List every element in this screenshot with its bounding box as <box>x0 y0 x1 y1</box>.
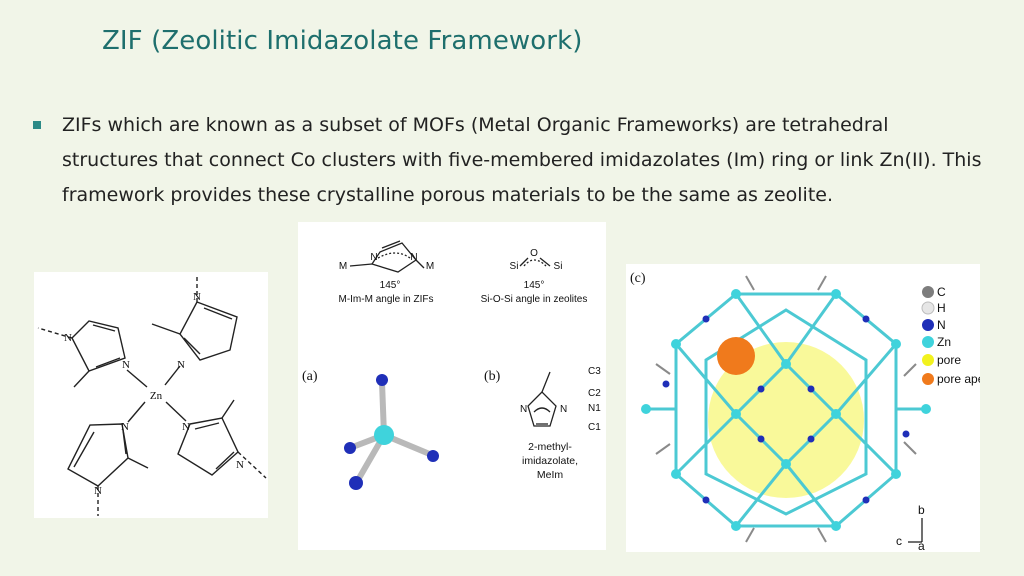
legend-label: C <box>937 285 946 299</box>
nitrogen-atom <box>376 374 388 386</box>
atom-label-n1: N1 <box>588 403 601 414</box>
legend-label: pore aperture <box>937 372 980 386</box>
middle-structure-figure: M N N M 145° M-Im-M angle in ZIFs Si O S… <box>298 222 606 550</box>
ring-label-n: N <box>94 485 102 497</box>
methylimidazolate-caption-2: imidazolate, <box>522 455 578 467</box>
metal-label-left: M <box>339 261 347 272</box>
legend-label: N <box>937 318 946 332</box>
bullet-text: ZIFs which are known as a subset of MOFs… <box>62 114 982 206</box>
legend-label: pore <box>937 353 961 367</box>
zeolite-angle-caption: Si-O-Si angle in zeolites <box>481 294 588 305</box>
pore-sphere <box>708 342 864 498</box>
zif-angle-caption: M-Im-M angle in ZIFs <box>338 294 433 305</box>
right-structure-figure: (c) <box>626 264 1009 553</box>
angle-comparison-diagram: M N N M 145° M-Im-M angle in ZIFs Si O S… <box>302 240 601 490</box>
axis-label-c: c <box>896 534 902 548</box>
si-label-left: Si <box>510 261 519 272</box>
nitrogen-atom <box>344 442 356 454</box>
zif-angle-value: 145° <box>380 280 401 291</box>
ring-n-left: N <box>370 252 377 263</box>
si-label-right: Si <box>554 261 563 272</box>
ring-label-n: N <box>193 291 201 303</box>
bullet-marker <box>33 121 41 129</box>
ring-n-left: N <box>520 404 527 415</box>
zn-coordination-diagram: N N N N N N N N Zn <box>37 274 267 516</box>
slide-title: ZIF (Zeolitic Imidazolate Framework) <box>102 26 583 56</box>
metal-label-right: M <box>426 261 434 272</box>
atom-label-c2: C2 <box>588 388 601 399</box>
ring-label-n: N <box>64 332 72 344</box>
legend: C H N Zn pore pore aperture <box>921 285 1009 386</box>
ring-label-n: N <box>236 459 244 471</box>
nitrogen-atom <box>349 476 363 490</box>
zn-center-label: Zn <box>150 390 163 402</box>
ring-label-n: N <box>182 421 190 433</box>
panel-c-label: (c) <box>630 271 646 286</box>
methylimidazolate-caption-1: 2-methyl- <box>528 441 572 453</box>
pore-aperture-sphere <box>717 337 755 375</box>
zeolite-angle-value: 145° <box>524 280 545 291</box>
zif-cage-diagram: (c) <box>630 271 1009 553</box>
oxygen-label: O <box>530 248 538 259</box>
atom-label-c1: C1 <box>588 422 601 433</box>
nitrogen-atom <box>427 450 439 462</box>
legend-label: H <box>937 301 946 315</box>
ring-label-n: N <box>177 359 185 371</box>
ring-label-n: N <box>121 421 129 433</box>
legend-label: Zn <box>937 335 951 349</box>
axis-label-b: b <box>918 503 925 517</box>
atom-label-c3: C3 <box>588 366 601 377</box>
ring-n-right: N <box>410 252 417 263</box>
panel-b-label: (b) <box>484 369 501 384</box>
ring-label-n: N <box>122 359 130 371</box>
ring-n-right: N <box>560 404 567 415</box>
axis-label-a: a <box>918 539 925 552</box>
zinc-atom <box>374 425 394 445</box>
methylimidazolate-caption-3: MeIm <box>537 469 564 481</box>
left-structure-figure: N N N N N N N N Zn <box>34 272 268 518</box>
panel-a-label: (a) <box>302 369 318 384</box>
